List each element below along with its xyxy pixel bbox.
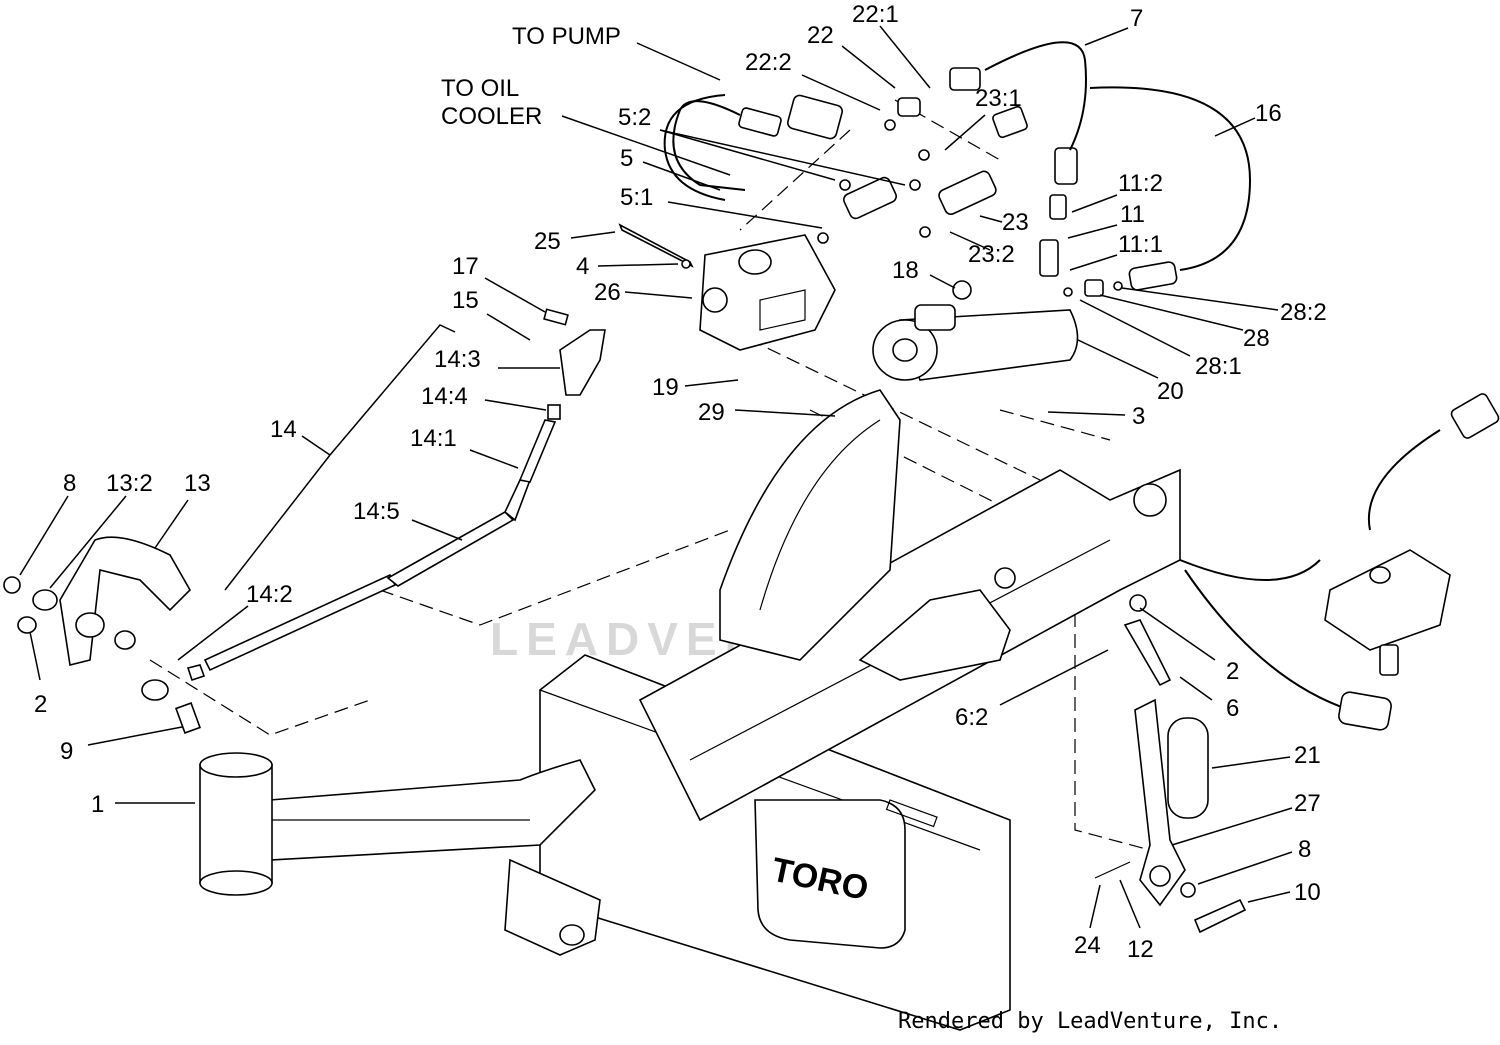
callout-16: 16: [1255, 100, 1282, 127]
callout-12: 12: [1127, 936, 1154, 963]
callout-2-right: 2: [1226, 658, 1239, 685]
callout-14-2: 14:2: [246, 581, 293, 608]
callout-23-1: 23:1: [975, 85, 1022, 112]
part-6-bracket: [858, 589, 1172, 687]
callout-14-1: 14:1: [410, 425, 457, 452]
callout-8-left: 8: [63, 470, 76, 497]
part-27-lever: [1094, 698, 1247, 934]
callout-18: 18: [892, 257, 919, 284]
callout-14-4: 14:4: [421, 383, 468, 410]
callout-23: 23: [1002, 209, 1029, 236]
callout-2-left: 2: [34, 691, 47, 718]
callout-17: 17: [452, 253, 479, 280]
callout-15: 15: [452, 287, 479, 314]
callout-21: 21: [1294, 742, 1321, 769]
callout-11-1: 11:1: [1118, 231, 1163, 258]
callout-11-2: 11:2: [1118, 170, 1163, 197]
callout-29: 29: [698, 399, 725, 426]
callout-22-1: 22:1: [852, 1, 899, 28]
callout-19: 19: [652, 374, 679, 401]
callout-14: 14: [270, 416, 297, 443]
part-20-cylinder: [872, 280, 1079, 381]
callout-22-2: 22:2: [745, 49, 792, 76]
callout-11: 11: [1120, 201, 1145, 228]
left-linkage: [3, 536, 206, 734]
callout-23-2: 23:2: [968, 241, 1015, 268]
callout-labels: TO PUMP TO OIL COOLER 22:1 22 7 22:2 23:…: [34, 1, 1327, 963]
callout-13: 13: [184, 470, 211, 497]
callout-13-2: 13:2: [106, 470, 153, 497]
callout-10: 10: [1294, 879, 1321, 906]
callout-3: 3: [1132, 403, 1145, 430]
callout-25: 25: [534, 228, 561, 255]
callout-14-5: 14:5: [353, 498, 400, 525]
hydraulic-fittings: [738, 67, 1178, 297]
callout-4: 4: [576, 253, 589, 280]
hydraulic-pump: [1324, 393, 1500, 731]
callout-24: 24: [1074, 932, 1101, 959]
callout-20: 20: [1157, 378, 1184, 405]
footer-credit: Rendered by LeadVenture, Inc.: [898, 1009, 1282, 1034]
callout-7: 7: [1130, 5, 1143, 32]
callout-8-right: 8: [1298, 836, 1311, 863]
callout-to-pump: TO PUMP: [512, 23, 621, 50]
callout-28: 28: [1243, 325, 1270, 352]
callout-5-2: 5:2: [618, 104, 651, 131]
callout-14-3: 14:3: [434, 346, 481, 373]
callout-cooler: COOLER: [441, 103, 542, 130]
part-26-valve-block: [618, 223, 836, 351]
callout-9: 9: [60, 738, 73, 765]
mower-frame: TORO: [504, 654, 1011, 1031]
part-29-plate: [719, 389, 901, 661]
callout-1: 1: [91, 791, 104, 818]
callout-28-1: 28:1: [1195, 353, 1242, 380]
callout-5: 5: [620, 145, 633, 172]
callout-5-1: 5:1: [620, 184, 653, 211]
part-14-rod: [203, 308, 606, 672]
callout-28-2: 28:2: [1280, 299, 1327, 326]
callout-to-oil: TO OIL: [441, 75, 519, 102]
callout-6-2: 6:2: [955, 704, 988, 731]
callout-22: 22: [807, 22, 834, 49]
leader-lines: [19, 25, 1293, 929]
callout-27: 27: [1294, 790, 1321, 817]
part-1-handle-mount: [199, 752, 596, 896]
callout-6: 6: [1226, 695, 1239, 722]
hoses: [663, 41, 1441, 711]
callout-26: 26: [594, 279, 621, 306]
